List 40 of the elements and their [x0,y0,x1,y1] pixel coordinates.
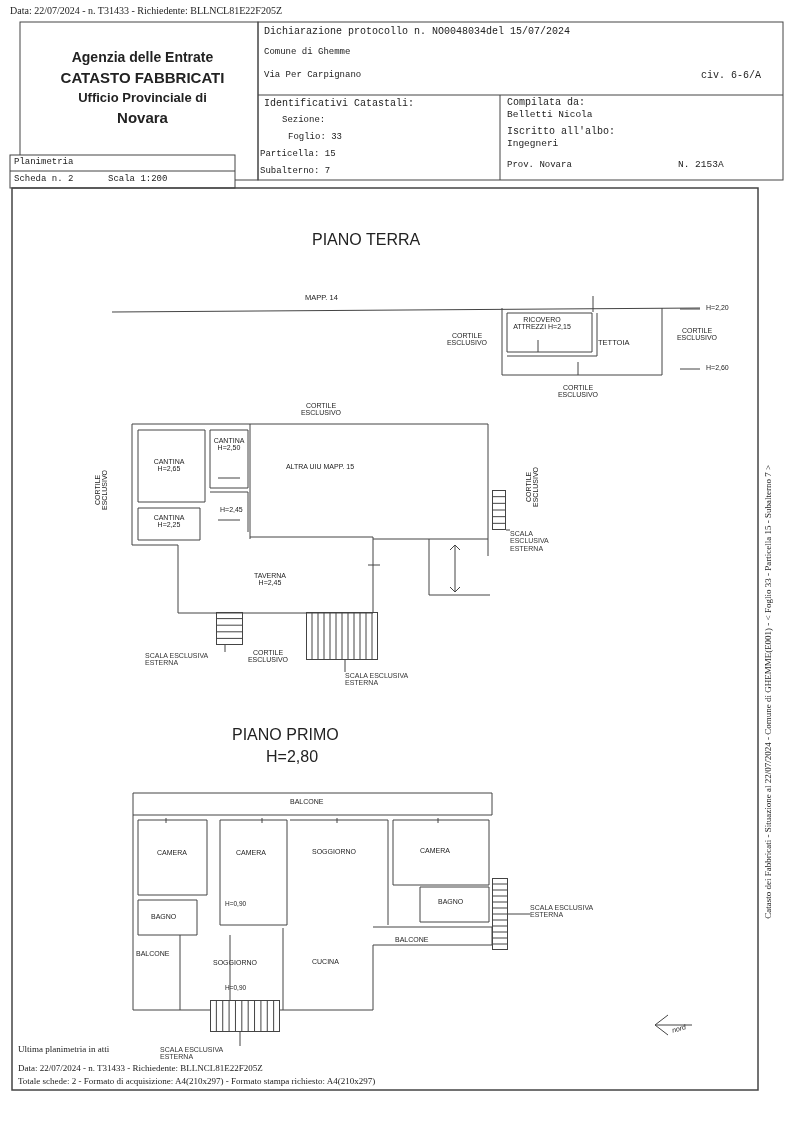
office-title: Ufficio Provinciale di [77,91,208,105]
leader-line [344,659,346,673]
field-label: Identificativi Catastali: [264,99,415,110]
protocol-text: Dichiarazione protocollo n. NO0048034del 15/07/2024 [264,27,571,38]
field-label: Compilata da: [507,98,585,109]
leader-line [507,913,531,915]
footer-note: Data: 22/07/2024 - n. T31433 - Richiedente: BLLNCL81E22F205Z [18,1064,263,1074]
floor-title: PIANO PRIMO [232,727,339,744]
floor-title: PIANO TERRA [312,232,421,249]
field-value: N. 2153A [678,160,724,170]
field-value: Scala 1:200 [108,175,168,185]
stairs-drawing [306,612,378,660]
field-value: Sezione: [282,116,326,126]
field-value: Prov. Novara [507,161,572,171]
field-label: Iscritto all'albo: [507,127,616,138]
field-value: Particella: 15 [260,150,336,160]
stairs-drawing [216,612,243,645]
stairs-drawing [210,1000,280,1032]
field-value: Subalterno: 7 [260,167,331,177]
floor-title: H=2,80 [266,749,319,766]
leader-line [505,529,511,531]
field-value: Ingegneri [507,139,559,149]
field-value: Via Per Carpignano [264,71,362,81]
field-value: Comune di Ghemme [264,48,351,58]
side-text: Catasto dei Fabbricati - Situazione al 22/07/2024 - Comune di GHEMME(E001) - < Foglio 33 - Particella 15 - Subalterno 7 > [764,465,774,919]
field-value: Foglio: 33 [288,133,342,143]
field-value: Scheda n. 2 [14,175,74,185]
field-value: civ. 6-6/A [701,71,761,82]
leader-line [224,644,226,653]
footer-note: Totale schede: 2 - Formato di acquisizione: A4(210x297) - Formato stampa richiesto: A4(210x297) [18,1077,376,1087]
stairs-drawing [492,878,508,950]
field-label: Planimetria [14,158,74,168]
field-value: Belletti Nicola [507,110,593,120]
stairs-drawing [492,490,506,530]
leader-line [239,1031,241,1047]
footer-note: Ultima planimetria in atti [18,1045,110,1055]
office-title: CATASTO FABBRICATI [59,70,226,86]
office-title: Novara [116,110,169,126]
agency-name: Agenzia delle Entrate [70,50,215,65]
header-text: Data: 22/07/2024 - n. T31433 - Richiedente: BLLNCL81E22F205Z [10,6,282,17]
